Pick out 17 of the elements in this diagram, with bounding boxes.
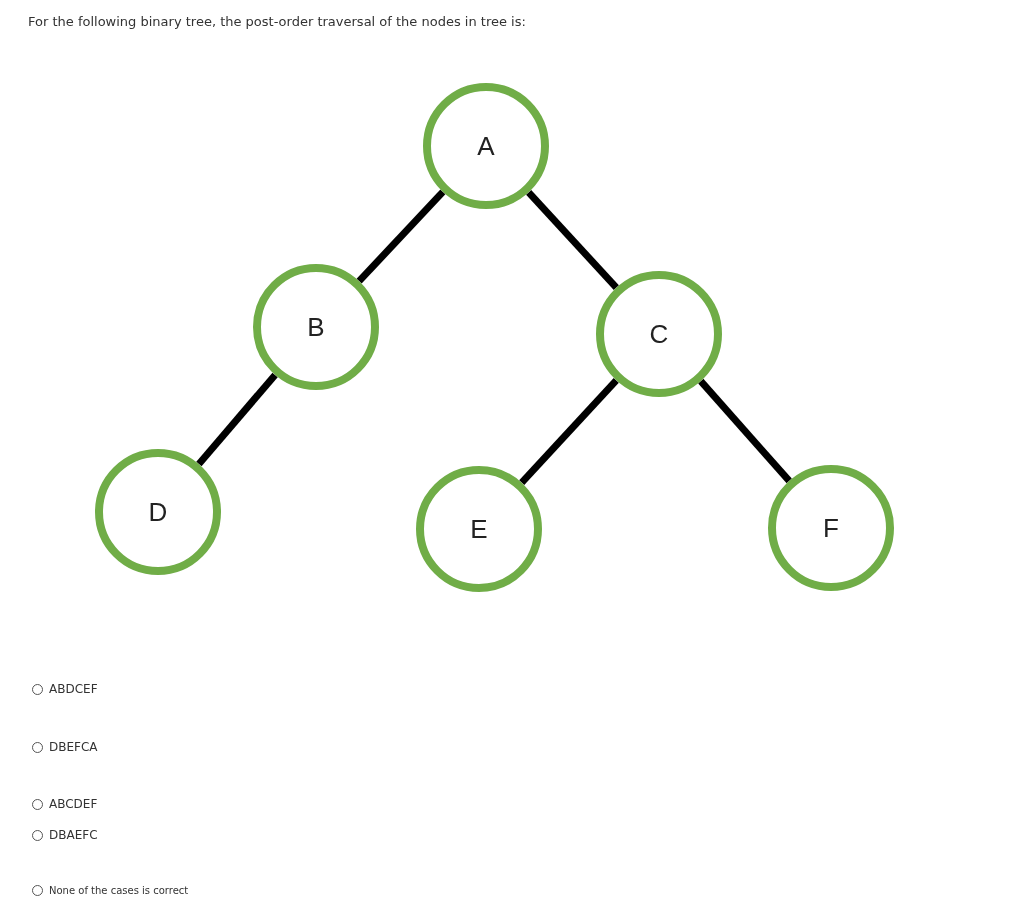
node-letter: E xyxy=(470,513,488,545)
option-text: DBEFCA xyxy=(49,740,98,754)
edge-line xyxy=(526,190,619,290)
edge-line xyxy=(698,378,792,484)
question-text: For the following binary tree, the post-order traversal of the nodes in tree is: xyxy=(28,14,526,29)
option-text: None of the cases is correct xyxy=(49,885,189,896)
option-text: ABCDEF xyxy=(49,797,98,811)
node-letter: A xyxy=(477,130,495,162)
node-letter: F xyxy=(823,512,839,544)
node-letter: B xyxy=(307,311,325,343)
edge-line xyxy=(519,377,619,486)
option-text: DBAEFC xyxy=(49,828,98,842)
node-letter: C xyxy=(649,318,669,350)
node-letter: D xyxy=(148,496,168,528)
option-text: ABDCEF xyxy=(49,682,98,696)
edge-line xyxy=(196,372,278,467)
edge-line xyxy=(356,189,446,284)
